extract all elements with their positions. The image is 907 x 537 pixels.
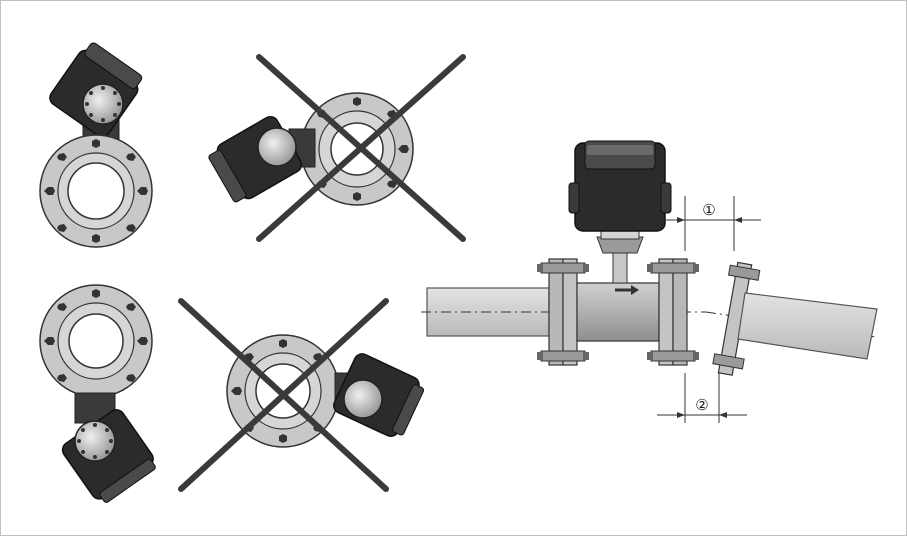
side-view-installation: ① ② bbox=[421, 140, 878, 423]
dimension-2: ② bbox=[657, 373, 747, 423]
display-dome-icon bbox=[257, 127, 297, 167]
callout-1: ① bbox=[702, 201, 715, 219]
display-dome-icon bbox=[82, 83, 124, 125]
wrong-orientation-top bbox=[208, 54, 466, 242]
correct-orientation-top bbox=[39, 42, 153, 248]
wrong-orientation-bottom bbox=[178, 298, 425, 492]
display-dome-icon bbox=[74, 420, 116, 462]
callout-2: ② bbox=[695, 396, 708, 414]
display-dome-icon bbox=[343, 379, 383, 419]
x-cross-icon bbox=[256, 54, 466, 242]
meter-body bbox=[576, 282, 660, 342]
dimension-1: ① bbox=[661, 196, 761, 251]
outlet-pipe bbox=[737, 292, 878, 360]
x-cross-icon bbox=[178, 298, 389, 492]
correct-orientation-bottom bbox=[39, 284, 156, 503]
arrow-right-icon bbox=[615, 285, 639, 295]
